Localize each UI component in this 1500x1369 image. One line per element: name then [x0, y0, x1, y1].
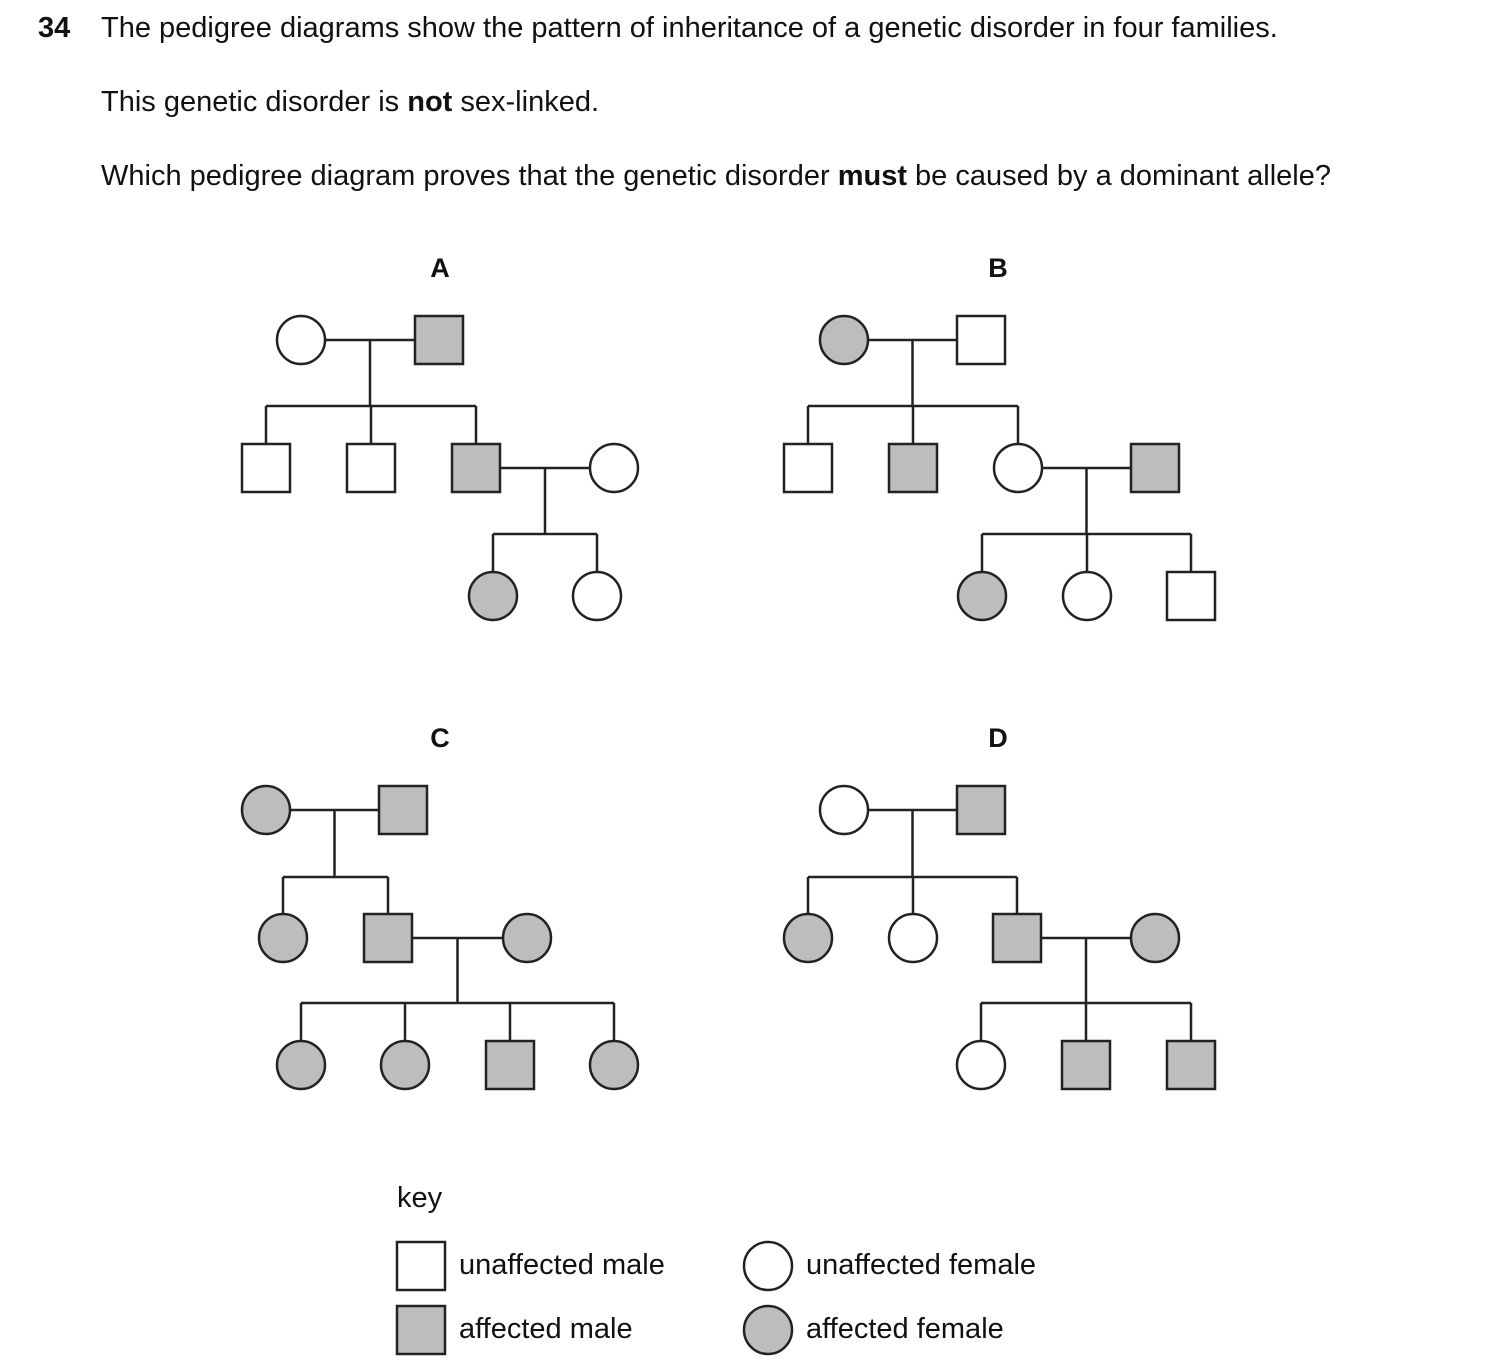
affected-male-symbol — [362, 912, 414, 964]
unaffected-female-symbol — [818, 784, 870, 836]
pedigree-label-b: B — [988, 253, 1008, 283]
affected-female-symbol — [1129, 912, 1181, 964]
unaffected-female-symbol — [887, 912, 939, 964]
pedigree-label-d: D — [988, 723, 1008, 753]
question-number: 34 — [38, 12, 71, 44]
unaffected-male-symbol — [345, 442, 397, 494]
affected-male-symbol — [955, 784, 1007, 836]
affected-male-symbol — [413, 314, 465, 366]
unaffected-female-symbol — [571, 570, 623, 622]
unaffected-male-symbol — [240, 442, 292, 494]
question-note: This genetic disorder is not sex-linked. — [101, 86, 600, 118]
affected-male-symbol — [1129, 442, 1181, 494]
key-unaffected-female-label: unaffected female — [806, 1249, 1037, 1281]
unaffected-female-symbol — [1061, 570, 1113, 622]
pedigree-label-c: C — [430, 723, 450, 753]
unaffected-female-symbol — [588, 442, 640, 494]
affected-female-symbol — [501, 912, 553, 964]
key-affected-female-label: affected female — [806, 1313, 1004, 1345]
affected-male-symbol — [450, 442, 502, 494]
affected-male-symbol — [887, 442, 939, 494]
unaffected-male-symbol — [955, 314, 1007, 366]
key-unaffected-male-label: unaffected male — [459, 1249, 665, 1281]
question-intro: The pedigree diagrams show the pattern o… — [101, 12, 1278, 44]
affected-female-symbol — [467, 570, 519, 622]
unaffected-female-symbol — [992, 442, 1044, 494]
key-unaffected-female-symbol — [742, 1240, 794, 1292]
unaffected-male-symbol — [782, 442, 834, 494]
unaffected-female-symbol — [955, 1039, 1007, 1091]
unaffected-female-symbol — [275, 314, 327, 366]
affected-female-symbol — [275, 1039, 327, 1091]
affected-male-symbol — [484, 1039, 536, 1091]
key-affected-female-symbol — [742, 1304, 794, 1356]
affected-female-symbol — [782, 912, 834, 964]
question-prompt: Which pedigree diagram proves that the g… — [101, 160, 1331, 192]
affected-female-symbol — [240, 784, 292, 836]
key-unaffected-male-symbol — [395, 1240, 447, 1292]
affected-male-symbol — [1165, 1039, 1217, 1091]
affected-female-symbol — [588, 1039, 640, 1091]
affected-male-symbol — [377, 784, 429, 836]
key-affected-male-symbol — [395, 1304, 447, 1356]
pedigree-label-a: A — [430, 253, 450, 283]
affected-male-symbol — [1060, 1039, 1112, 1091]
unaffected-male-symbol — [1165, 570, 1217, 622]
key-affected-male-label: affected male — [459, 1313, 633, 1345]
affected-female-symbol — [956, 570, 1008, 622]
affected-male-symbol — [991, 912, 1043, 964]
affected-female-symbol — [257, 912, 309, 964]
key-title: key — [397, 1182, 443, 1214]
affected-female-symbol — [818, 314, 870, 366]
affected-female-symbol — [379, 1039, 431, 1091]
